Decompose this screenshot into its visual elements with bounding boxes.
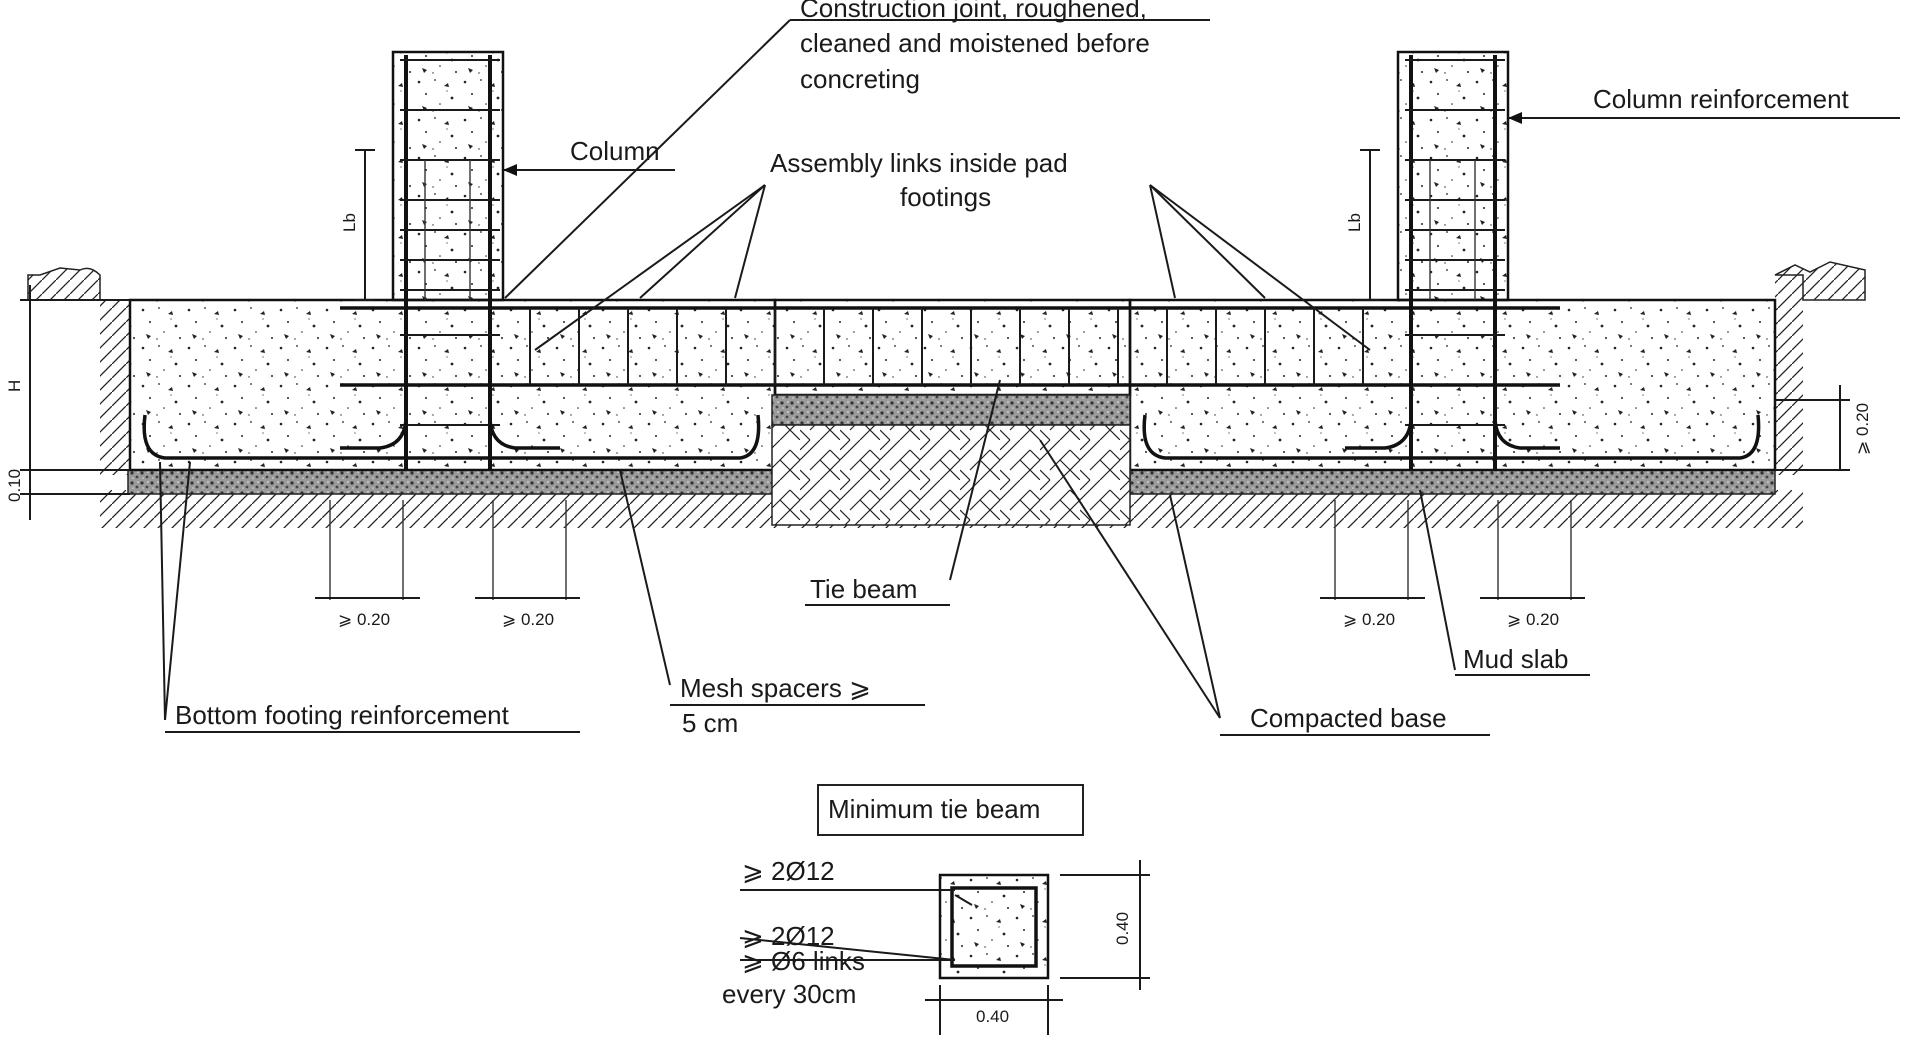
label-assembly-links-1: Assembly links inside pad: [770, 148, 1068, 178]
label-construction-joint-3: concreting: [800, 64, 920, 94]
dimension-cover-right: ⩾ 0.20: [1775, 385, 1872, 471]
minimum-tie-beam-section: Minimum tie beam 0.40 0.40 ⩾ 2Ø12 ⩾ 2Ø12…: [722, 784, 1150, 1035]
dimension-h: H 0.10: [5, 285, 130, 520]
dim-edge-4: ⩾ 0.20: [1507, 610, 1559, 629]
compacted-base-under-beam: [771, 394, 1131, 426]
dim-mud-slab-text: 0.10: [5, 469, 24, 502]
label-bottom-footing-reinforcement: Bottom footing reinforcement: [175, 700, 510, 730]
label-top-bars: ⩾ 2Ø12: [742, 856, 835, 886]
bottom-footing-reinforcement: [142, 414, 1761, 460]
label-tie-beam: Tie beam: [810, 574, 917, 604]
label-construction-joint-2: cleaned and moistened before: [800, 28, 1150, 58]
label-mesh-spacers-2: 5 cm: [682, 708, 738, 738]
label-links-2: every 30cm: [722, 979, 856, 1009]
dim-edge-3: ⩾ 0.20: [1343, 610, 1395, 629]
dim-lb-left-text: Lb: [340, 213, 359, 232]
leader-lines: [159, 19, 1900, 736]
tie-beam-reinforcement: [340, 306, 1560, 387]
mud-slab-right: [1129, 469, 1776, 495]
label-bottom-bars: ⩾ 2Ø12: [742, 921, 835, 951]
label-compacted-base: Compacted base: [1250, 703, 1447, 733]
label-minimum-tie-beam: Minimum tie beam: [828, 794, 1040, 824]
label-construction-joint-1: Construction joint, roughened,: [800, 0, 1147, 23]
label-links-1: ⩾ Ø6 links: [742, 946, 865, 976]
compacted-fill: [771, 424, 1131, 526]
dim-lb-right-text: Lb: [1345, 213, 1364, 232]
dimension-lb-right: Lb: [1345, 149, 1380, 301]
column-right: [1345, 50, 1560, 470]
tie-beam-body: [773, 298, 1132, 397]
dim-edge-2: ⩾ 0.20: [502, 610, 554, 629]
label-assembly-links-2: footings: [900, 182, 991, 212]
mud-slab-left: [127, 469, 774, 495]
dimension-edges-bottom: ⩾ 0.20 ⩾ 0.20 ⩾ 0.20 ⩾ 0.20: [315, 500, 1585, 629]
dim-edge-1: ⩾ 0.20: [338, 610, 390, 629]
label-column-reinforcement: Column reinforcement: [1593, 84, 1850, 114]
dim-section-width: 0.40: [976, 1007, 1009, 1026]
dim-h-text: H: [5, 380, 24, 392]
label-mud-slab: Mud slab: [1463, 644, 1569, 674]
label-column: Column: [570, 136, 660, 166]
dim-cover-right-text: ⩾ 0.20: [1853, 403, 1872, 455]
dimension-lb-left: Lb: [340, 149, 375, 301]
dim-section-height: 0.40: [1113, 912, 1132, 945]
label-mesh-spacers-1: Mesh spacers ⩾: [680, 673, 871, 703]
